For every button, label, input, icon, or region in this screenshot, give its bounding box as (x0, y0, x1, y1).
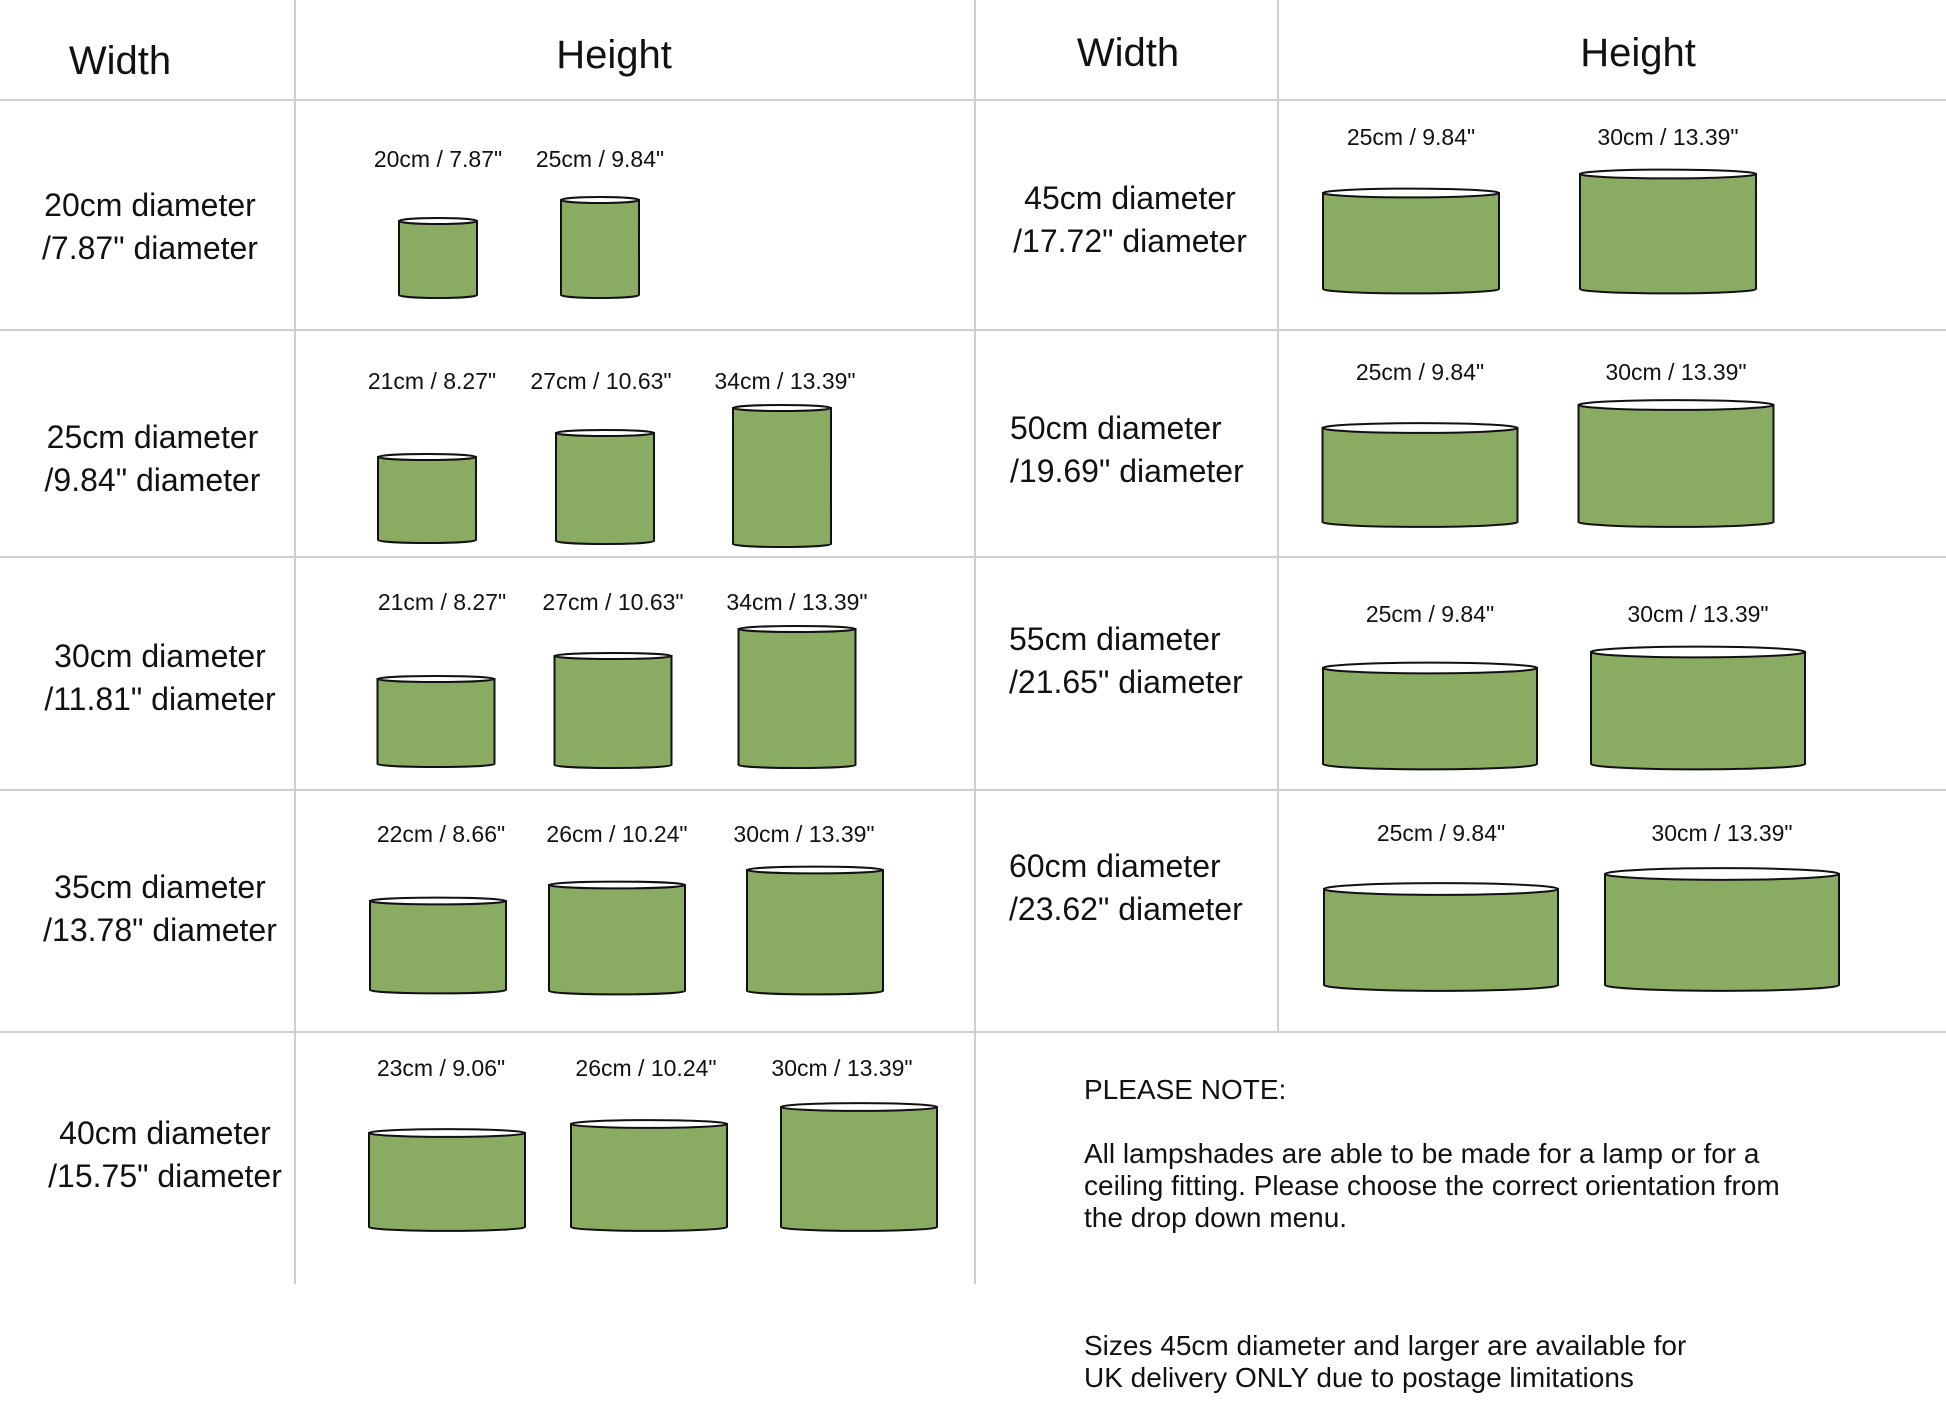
lampshade-drum-icon (1323, 882, 1559, 992)
shade-size-label: 25cm / 9.84" (1376, 820, 1506, 846)
size-table-grid (0, 0, 1946, 1284)
lampshade-drum-icon (732, 404, 832, 548)
shade-size-label: 30cm / 13.39" (771, 1055, 913, 1081)
note-spacer (1084, 1266, 1904, 1298)
shade-size-label: 34cm / 13.39" (714, 368, 856, 394)
width-label-metric: 50cm diameter (1010, 410, 1222, 446)
shade-size-label: 21cm / 8.27" (377, 589, 507, 615)
width-label-metric: 25cm diameter (46, 419, 259, 455)
width-label-metric: 40cm diameter (59, 1115, 271, 1151)
lampshade-drum-icon (555, 429, 655, 545)
lampshade-drum-icon (548, 880, 686, 996)
note-delivery-text: Sizes 45cm diameter and larger are avail… (1084, 1330, 1687, 1393)
lampshade-drum-icon (1604, 867, 1840, 992)
lampshade-drum-icon (376, 675, 496, 768)
lampshade-drawings (368, 168, 1840, 1232)
shade-size-label: 26cm / 10.24" (546, 821, 688, 847)
shade-size-label: 30cm / 13.39" (1651, 820, 1793, 846)
lampshade-drum-icon (1322, 661, 1538, 771)
width-label-imperial: /21.65" diameter (1009, 664, 1243, 700)
width-label-metric: 35cm diameter (54, 869, 266, 905)
shade-size-label: 25cm / 9.84" (1355, 359, 1485, 385)
width-label-imperial: /19.69" diameter (1010, 453, 1244, 489)
width-label-imperial: /23.62" diameter (1009, 891, 1243, 927)
lampshade-drum-icon (1321, 422, 1519, 528)
lampshade-drum-icon (377, 453, 477, 544)
width-label-metric: 20cm diameter (44, 187, 256, 223)
shade-size-label: 20cm / 7.87" (373, 146, 503, 172)
lampshade-drum-icon (1322, 187, 1500, 295)
shade-size-label: 23cm / 9.06" (376, 1055, 506, 1081)
shade-size-label: 25cm / 9.84" (535, 146, 665, 172)
width-label-45cm: 45cm diameter /17.72" diameter (1000, 177, 1260, 263)
shade-size-label: 30cm / 13.39" (1605, 359, 1747, 385)
width-label-25cm: 25cm diameter /9.84" diameter (30, 416, 275, 502)
lampshade-drum-icon (369, 896, 507, 995)
lampshade-drum-icon (570, 1119, 728, 1232)
width-label-imperial: /13.78" diameter (43, 912, 277, 948)
width-label-metric: 55cm diameter (1009, 621, 1221, 657)
width-label-imperial: /15.75" diameter (48, 1158, 282, 1194)
width-label-30cm: 30cm diameter /11.81" diameter (30, 635, 290, 721)
width-label-metric: 30cm diameter (54, 638, 266, 674)
shade-size-label: 30cm / 13.39" (733, 821, 875, 847)
note-orientation-text: All lampshades are able to be made for a… (1084, 1138, 1780, 1233)
shade-size-label: 21cm / 8.27" (367, 368, 497, 394)
shade-size-label: 34cm / 13.39" (726, 589, 868, 615)
please-note-box: PLEASE NOTE: All lampshades are able to … (1084, 1042, 1904, 1426)
width-label-imperial: /11.81" diameter (44, 681, 276, 717)
shade-size-label: 27cm / 10.63" (542, 589, 684, 615)
lampshade-drum-icon (1579, 168, 1757, 295)
lampshade-drum-icon (560, 196, 640, 299)
width-label-20cm: 20cm diameter /7.87" diameter (30, 184, 270, 270)
shade-size-label: 26cm / 10.24" (575, 1055, 717, 1081)
lampshade-drum-icon (780, 1102, 938, 1232)
shade-size-label: 30cm / 13.39" (1627, 601, 1769, 627)
lampshade-drum-icon (398, 217, 478, 299)
header-height-right: Height (1580, 31, 1696, 75)
lampshade-drum-icon (1590, 645, 1806, 771)
width-label-55cm: 55cm diameter /21.65" diameter (1009, 618, 1269, 704)
width-label-metric: 45cm diameter (1024, 180, 1236, 216)
width-label-imperial: /17.72" diameter (1013, 223, 1247, 259)
width-label-60cm: 60cm diameter /23.62" diameter (1009, 845, 1269, 931)
lampshade-drum-icon (368, 1128, 526, 1232)
width-label-metric: 60cm diameter (1009, 848, 1221, 884)
width-label-35cm: 35cm diameter /13.78" diameter (30, 866, 290, 952)
width-label-imperial: /9.84" diameter (44, 462, 261, 498)
width-label-50cm: 50cm diameter /19.69" diameter (1010, 407, 1270, 493)
shade-size-label: 22cm / 8.66" (376, 821, 506, 847)
width-label-imperial: /7.87" diameter (42, 230, 258, 266)
shade-size-label: 27cm / 10.63" (530, 368, 672, 394)
width-label-40cm: 40cm diameter /15.75" diameter (35, 1112, 295, 1198)
header-height-left: Height (556, 33, 672, 77)
lampshade-drum-icon (553, 652, 673, 769)
shade-size-label: 30cm / 13.39" (1597, 124, 1739, 150)
lampshade-drum-icon (1577, 399, 1775, 528)
header-width-right: Width (1076, 31, 1180, 75)
lampshade-drum-icon (737, 625, 857, 769)
lampshade-drum-icon (746, 865, 884, 996)
note-title: PLEASE NOTE: (1084, 1074, 1287, 1105)
header-width-left: Width (68, 39, 172, 83)
shade-size-label: 25cm / 9.84" (1346, 124, 1476, 150)
shade-size-label: 25cm / 9.84" (1365, 601, 1495, 627)
